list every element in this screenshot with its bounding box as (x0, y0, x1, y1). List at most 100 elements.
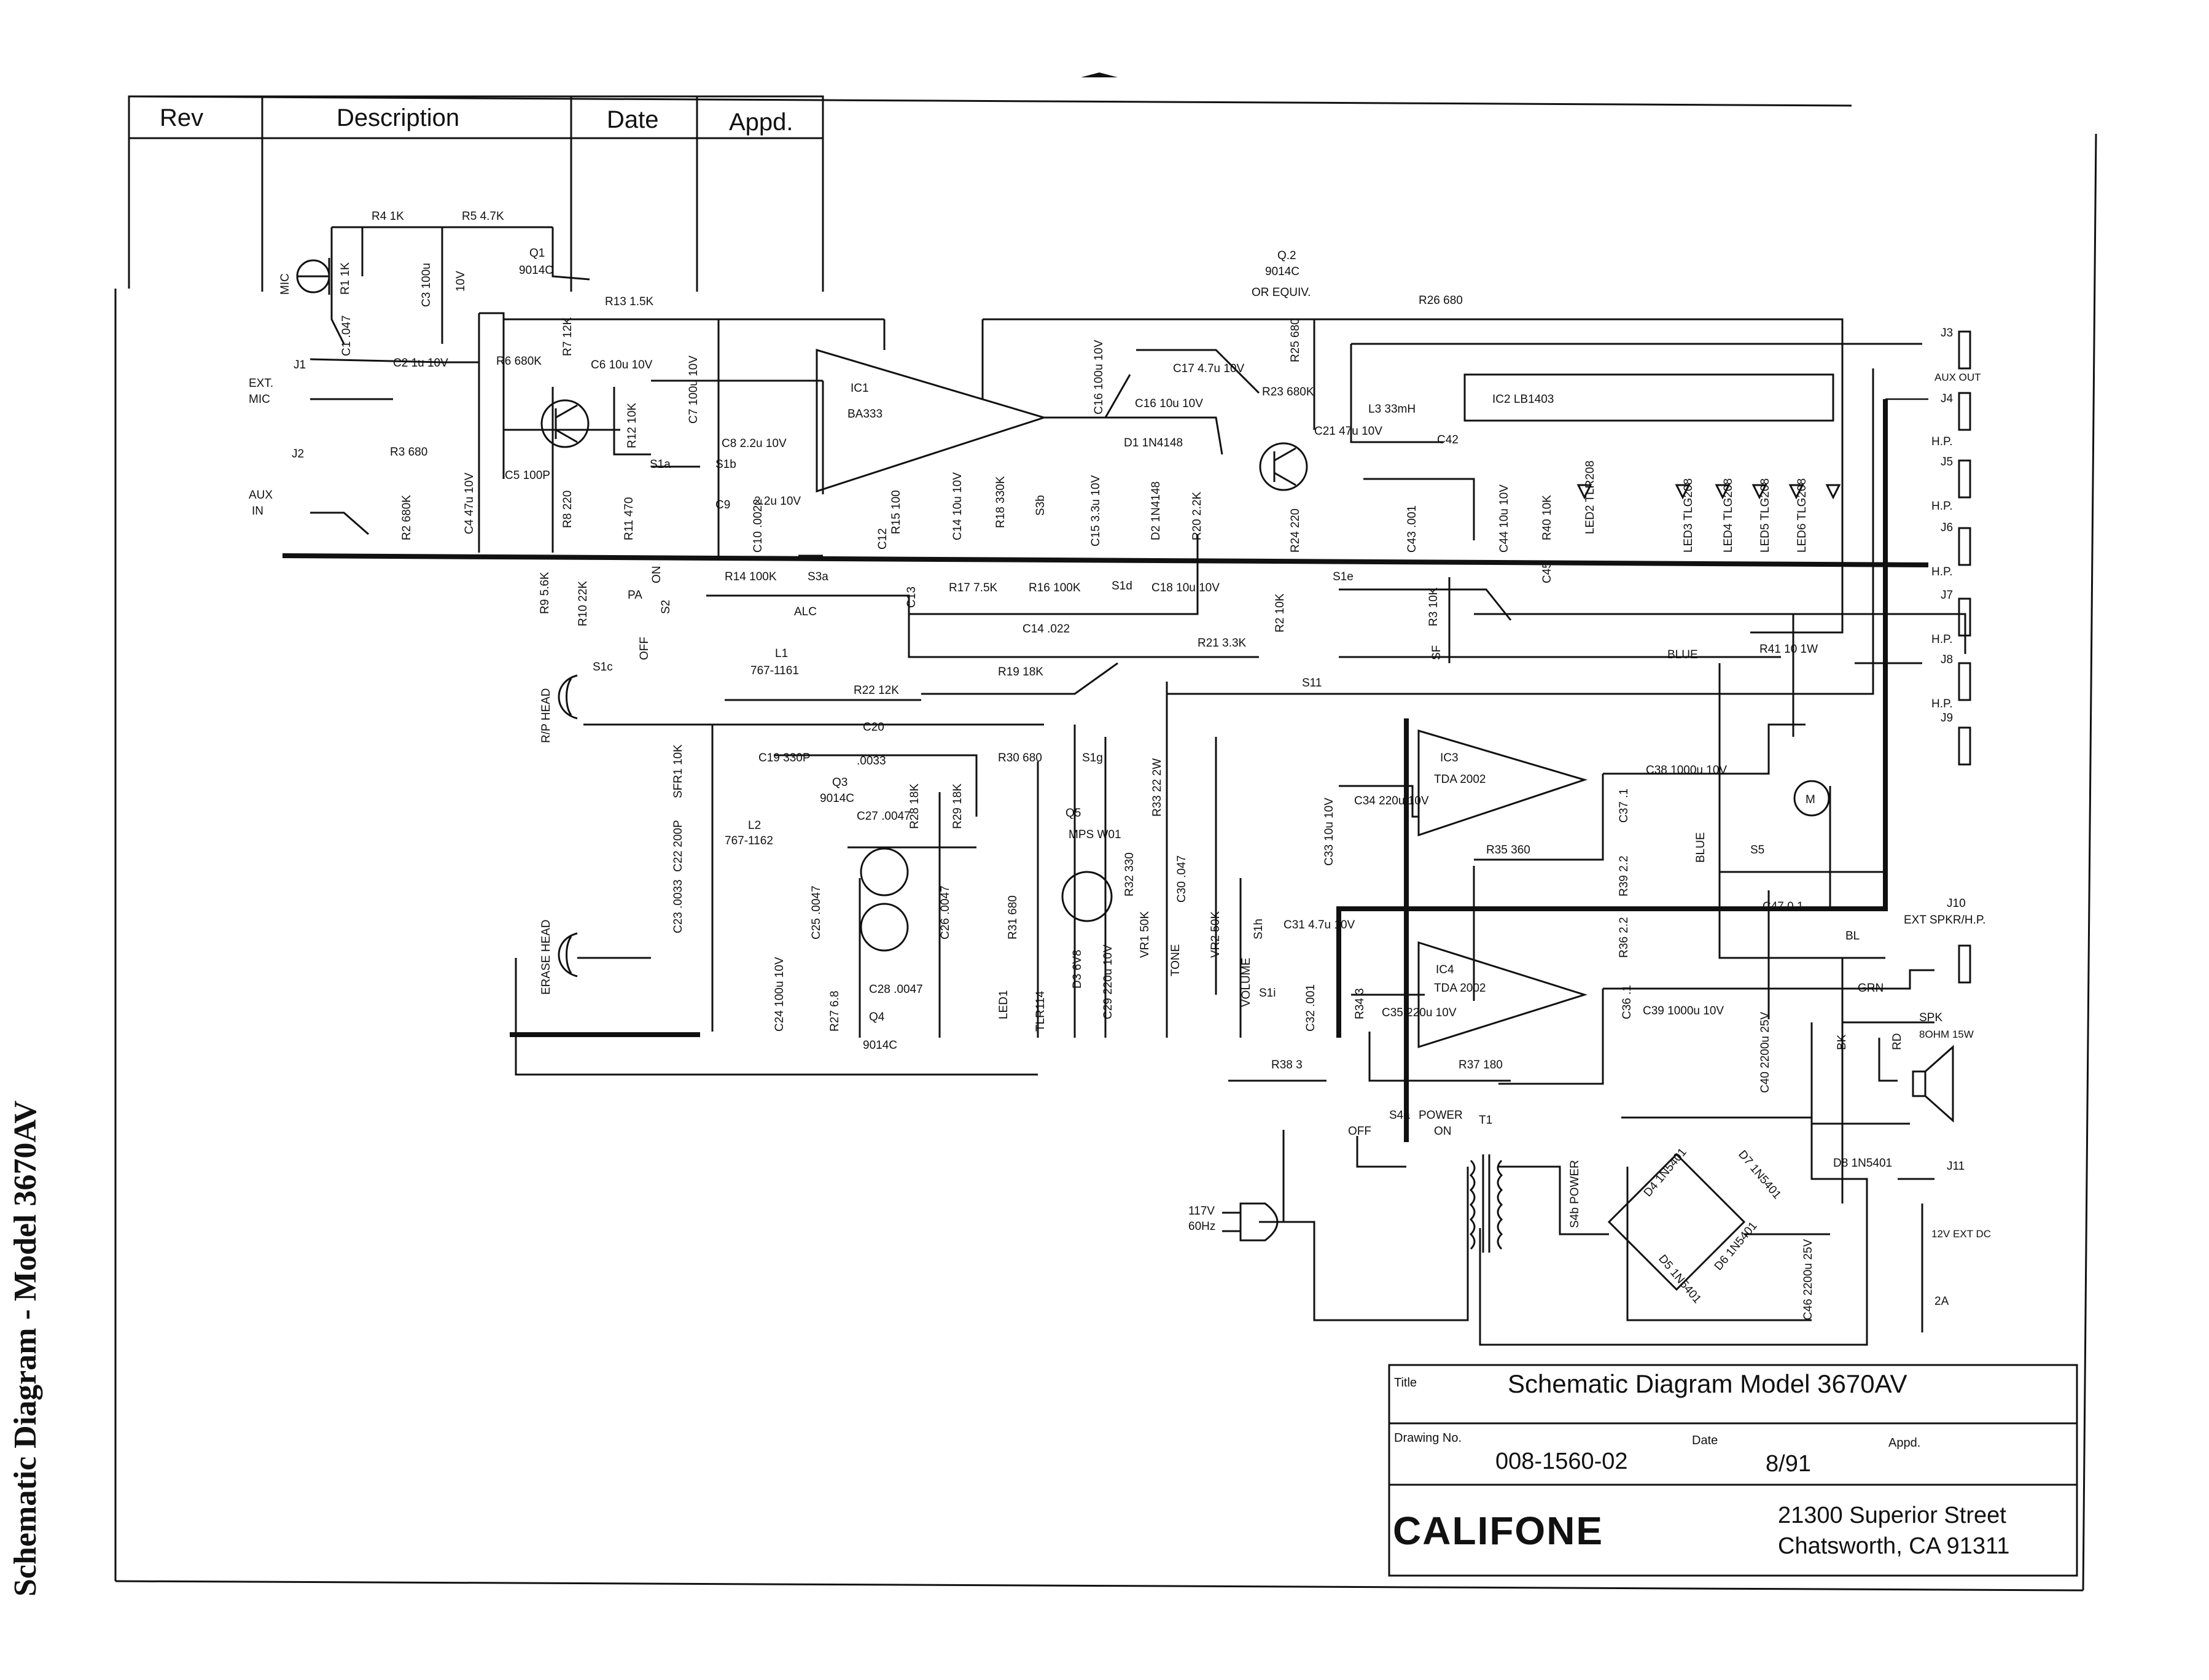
label-r7: R7 12K (561, 317, 574, 356)
label-aux-in: AUX (249, 489, 273, 502)
label-ic3-type: TDA 2002 (1434, 773, 1486, 786)
label-ic2: IC2 LB1403 (1492, 393, 1554, 406)
label-r41: R41 10 1W (1759, 643, 1818, 656)
label-q1: Q1 (529, 247, 545, 260)
label-ext-mic2: MIC (249, 393, 270, 406)
label-q1-type: 9014C (519, 264, 553, 277)
label-c27: C27 .0047 (857, 810, 911, 823)
drawing-no-label: Drawing No. (1394, 1431, 1462, 1445)
label-r36: R36 2.2 (1618, 917, 1630, 958)
label-s1a: S1a (650, 458, 671, 471)
label-c28: C28 .0047 (869, 983, 923, 996)
label-led5: LED5 TLG208 (1759, 478, 1772, 553)
label-r35: R35 360 (1486, 844, 1530, 857)
label-c15: C15 3.3u 10V (1089, 475, 1102, 546)
label-j10: J10 (1947, 897, 1966, 910)
label-ic4: IC4 (1436, 963, 1454, 976)
label-r23: R23 680K (1262, 386, 1314, 399)
label-r6: R6 680K (496, 355, 542, 368)
label-pa: PA (628, 589, 642, 602)
label-j7: J7 (1941, 589, 1953, 602)
label-c13: C13 (905, 586, 918, 608)
label-c7: C7 100u 10V (687, 356, 700, 424)
label-l1-type: 767-1161 (750, 664, 799, 677)
label-s1d: S1d (1112, 580, 1132, 593)
label-s5: S5 (1750, 844, 1764, 857)
label-hp-2: H.P. (1931, 500, 1953, 513)
label-c4: C4 47u 10V (463, 472, 476, 534)
label-c36: C36 .1 (1621, 985, 1634, 1019)
symbol-mains-plug (1222, 1202, 1279, 1242)
symbol-jacks-right (1958, 330, 1971, 984)
label-c40: C40 2200u 25V (1759, 1012, 1772, 1093)
label-l1: L1 (775, 647, 788, 660)
label-c26: C26 .0047 (939, 885, 952, 939)
label-s4a: S4a (1389, 1109, 1410, 1122)
label-r9: R9 5.6K (539, 572, 551, 614)
label-r5: R5 4.7K (462, 210, 504, 223)
label-hp-1: H.P. (1931, 435, 1953, 448)
label-r16: R16 100K (1029, 581, 1081, 594)
appd-header: Appd. (729, 109, 793, 136)
label-d8: D8 1N5401 (1833, 1157, 1892, 1170)
label-grn: GRN (1858, 982, 1884, 995)
label-r40: R40 10K (1541, 495, 1554, 540)
label-q5: Q5 (1066, 807, 1081, 820)
label-mic: MIC (279, 273, 292, 295)
label-c42: C42 (1437, 434, 1459, 446)
label-tone: TONE (1169, 944, 1182, 976)
symbol-ic1-opamp (816, 348, 1048, 493)
label-c32: C32 .001 (1304, 984, 1317, 1032)
label-d7: D7 1N5401 (1736, 1148, 1783, 1202)
preamp-wiring (310, 226, 1966, 873)
label-c6: C6 10u 10V (591, 359, 653, 371)
appd-label: Appd. (1888, 1436, 1920, 1450)
label-c3: C3 100u (420, 263, 433, 307)
label-hp-4: H.P. (1931, 633, 1953, 646)
label-q4-type: 9014C (863, 1039, 897, 1052)
label-q5-type: MPS W01 (1069, 828, 1121, 841)
label-ic3: IC3 (1440, 752, 1459, 764)
drawing-no: 008-1560-02 (1495, 1449, 1628, 1474)
label-j3: J3 (1941, 327, 1953, 340)
label-c10: C10 .0022 (752, 499, 765, 553)
label-d3: D3 6V8 (1071, 950, 1084, 989)
revision-block: Rev Description Date Appd. (128, 95, 824, 292)
rev-header: Rev (160, 104, 203, 131)
date-value: 8/91 (1766, 1451, 1811, 1477)
label-c47: C47 0.1 (1763, 900, 1804, 913)
label-c12: C12 (876, 528, 889, 550)
label-hp-5: H.P. (1931, 698, 1953, 710)
label-r17: R17 7.5K (949, 581, 998, 594)
address-line-2: Chatsworth, CA 91311 (1778, 1533, 2009, 1559)
label-fuse: 2A (1934, 1295, 1949, 1308)
symbol-led-array (1576, 484, 1841, 500)
label-r27: R27 6.8 (828, 990, 841, 1032)
label-sf: SF (1430, 645, 1443, 660)
component-labels: MIC R4 1K R5 4.7K Q1 9014C R1 1K C3 100u… (249, 210, 1991, 1320)
label-r39: R39 2.2 (1618, 855, 1630, 896)
label-c30: C30 .047 (1175, 855, 1188, 903)
symbol-transformer-t1 (1469, 1154, 1503, 1253)
label-r8: R8 220 (561, 491, 574, 528)
label-r37: R37 180 (1459, 1059, 1503, 1071)
label-q3: Q3 (832, 776, 847, 789)
date-label: Date (1692, 1434, 1718, 1447)
label-sfr1: SFR1 10K (672, 744, 685, 798)
label-c17: C17 4.7u 10V (1173, 362, 1245, 375)
label-c43: C43 .001 (1406, 505, 1419, 553)
label-d1: D1 1N4148 (1124, 437, 1183, 449)
label-c20v: .0033 (857, 755, 886, 768)
label-r26: R26 680 (1419, 294, 1463, 307)
bias-oscillator-wiring (515, 682, 1327, 1082)
label-off: OFF (638, 637, 651, 660)
label-r4: R4 1K (372, 210, 404, 223)
label-j2: J2 (292, 448, 304, 461)
label-c38: C38 1000u 10V (1646, 764, 1727, 777)
label-r33: R33 22 2W (1151, 758, 1164, 817)
power-amp-wiring (1339, 614, 1934, 1204)
label-r3b: R3 10K (1427, 587, 1440, 626)
symbol-q2-transistor (1259, 442, 1308, 491)
label-r29: R29 18K (951, 784, 964, 829)
power-supply-wiring (1259, 1116, 1934, 1346)
